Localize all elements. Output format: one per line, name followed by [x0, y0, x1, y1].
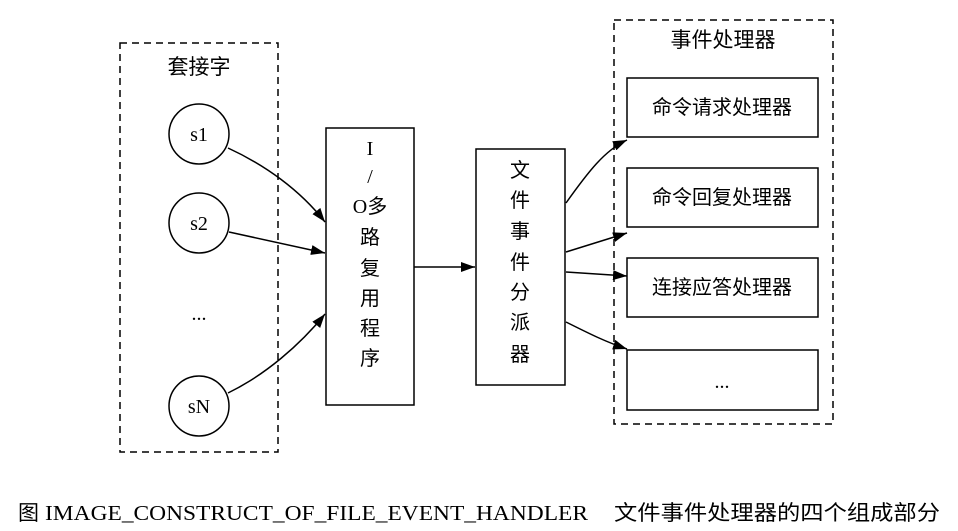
handler-label: 连接应答处理器	[652, 276, 792, 299]
io-multiplexer-label-line: 用	[360, 288, 380, 310]
handlers-cluster: 事件处理器 命令请求处理器 命令回复处理器 连接应答处理器 ...	[613, 19, 834, 425]
arrow-dispatcher-to-command-reply-handler	[565, 232, 628, 253]
io-multiplexer-node: I / O多 路 复 用 程 序	[325, 127, 415, 406]
handler-box	[626, 349, 819, 411]
io-multiplexer-label-line: 路	[360, 226, 380, 249]
socket-node-sn: sN	[168, 375, 230, 437]
figure-caption: 图 IMAGE_CONSTRUCT_OF_FILE_EVENT_HANDLER …	[18, 501, 940, 525]
sockets-cluster-title: 套接字	[168, 55, 231, 79]
socket-circle	[168, 192, 230, 254]
dispatcher-box	[475, 148, 566, 386]
io-multiplexer-label-line: 复	[360, 257, 380, 280]
socket-circle	[168, 375, 230, 437]
handler-box	[626, 167, 819, 228]
socket-label: sN	[188, 396, 210, 418]
dispatcher-label-line: 器	[510, 344, 530, 366]
handler-label: 命令请求处理器	[652, 96, 792, 119]
arrow-dispatcher-to-command-request-handler	[565, 139, 628, 204]
io-multiplexer-label-line: 程	[360, 317, 380, 340]
sockets-cluster-border	[119, 42, 279, 453]
handler-node-connection-accept: 连接应答处理器	[626, 257, 819, 318]
socket-ellipsis: ...	[192, 303, 207, 325]
handler-box	[626, 257, 819, 318]
socket-circle	[168, 103, 230, 165]
dispatcher-node: 文 件 事 件 分 派 器	[475, 148, 566, 386]
handler-label: 命令回复处理器	[652, 186, 792, 209]
arrow-dispatcher-to-connection-accept-handler	[565, 270, 628, 281]
io-multiplexer-label-line: 序	[360, 347, 380, 370]
dispatcher-label-line: 件	[510, 189, 530, 212]
dispatcher-label-line: 派	[510, 312, 530, 334]
dispatcher-label-line: 事	[510, 220, 530, 243]
arrow-s2-to-io-multiplexer	[228, 231, 326, 255]
io-multiplexer-label-line: I	[367, 138, 374, 160]
handler-node-ellipsis: ...	[626, 349, 819, 411]
handler-node-command-request: 命令请求处理器	[626, 77, 819, 138]
socket-node-s2: s2	[168, 192, 230, 254]
handler-label: ...	[715, 371, 730, 393]
caption-text: 文件事件处理器的四个组成部分	[614, 501, 940, 525]
handler-box	[626, 77, 819, 138]
dispatcher-label-line: 文	[510, 159, 530, 182]
caption-id: IMAGE_CONSTRUCT_OF_FILE_EVENT_HANDLER	[45, 501, 588, 525]
dispatcher-label-line: 分	[510, 281, 530, 304]
caption-prefix: 图	[18, 501, 39, 525]
arrow-dispatcher-to-ellipsis-handler	[565, 321, 628, 350]
socket-node-s1: s1	[168, 103, 230, 165]
io-multiplexer-label-line: /	[367, 166, 373, 188]
handlers-cluster-border	[613, 19, 834, 425]
socket-label: s1	[190, 124, 208, 146]
sockets-cluster: 套接字 s1 s2 ... sN	[119, 42, 279, 453]
io-multiplexer-label-line: O多	[353, 195, 387, 218]
socket-label: s2	[190, 213, 208, 235]
arrow-sn-to-io-multiplexer	[227, 313, 326, 394]
dispatcher-label-line: 件	[510, 251, 530, 274]
handler-node-command-reply: 命令回复处理器	[626, 167, 819, 228]
handlers-cluster-title: 事件处理器	[671, 28, 776, 52]
arrow-s1-to-io-multiplexer	[227, 147, 326, 223]
